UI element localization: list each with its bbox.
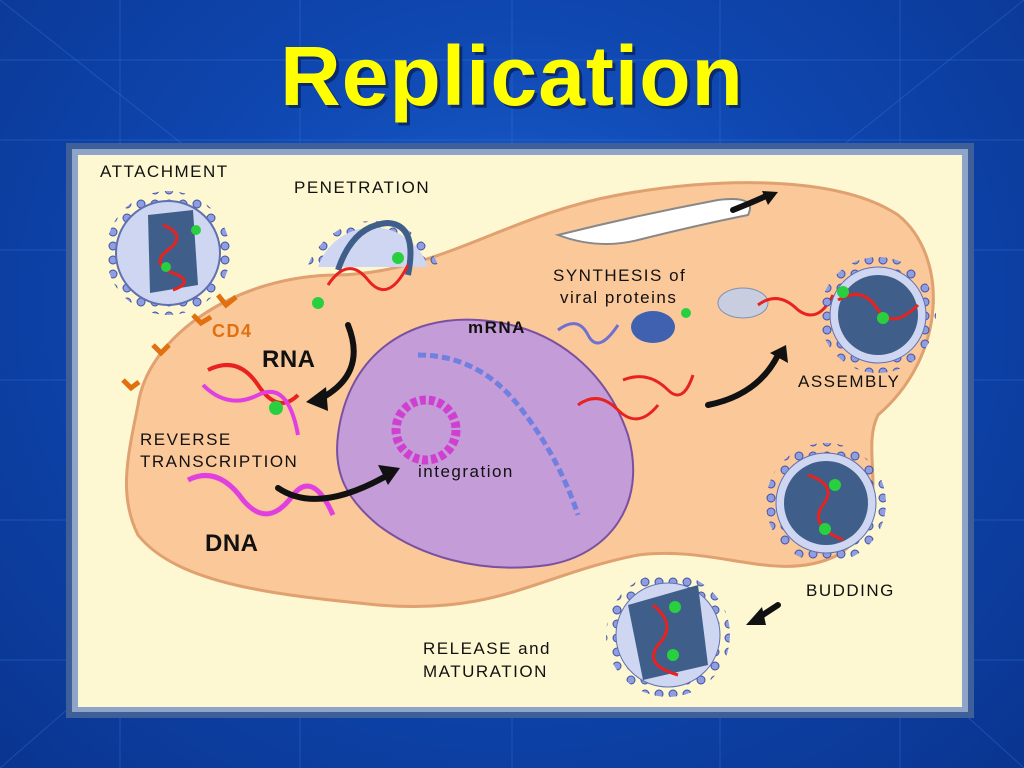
label-integration: integration: [418, 462, 514, 481]
label-assembly: ASSEMBLY: [798, 372, 901, 391]
rna-pink-strand: [201, 383, 300, 436]
label-dna: DNA: [205, 530, 259, 557]
hiv-replication-diagram: [106, 181, 936, 697]
label-synthesis: SYNTHESIS of: [553, 266, 687, 285]
label-cd4: CD4: [212, 321, 253, 341]
protein-dot: [681, 308, 691, 318]
virus-assembly: [820, 257, 936, 373]
label-attachment: ATTACHMENT: [100, 162, 229, 181]
protein-cluster: [717, 287, 769, 319]
virus-budding: [766, 443, 886, 563]
rna-copy-1: [577, 397, 660, 421]
arrow-heads: [306, 191, 788, 625]
label-rna: RNA: [262, 346, 316, 373]
nucleus: [336, 318, 635, 569]
virus-penetration: [308, 219, 438, 309]
virus-attachment: [106, 191, 230, 315]
rna-copy-2: [622, 374, 695, 397]
cd4-receptors: [121, 293, 238, 392]
label-viral-proteins: viral proteins: [560, 288, 678, 307]
label-transcription: TRANSCRIPTION: [140, 452, 299, 471]
process-arrows: [275, 192, 781, 621]
integrase-dot: [269, 401, 283, 415]
label-budding: BUDDING: [806, 581, 895, 600]
label-reverse: REVERSE: [140, 430, 232, 449]
dna-strand: [186, 473, 336, 517]
label-maturation: MATURATION: [423, 662, 548, 681]
endoplasmic-reticulum: [554, 198, 751, 245]
chromosome-helix: [417, 352, 581, 516]
label-mrna: mRNA: [468, 318, 526, 337]
label-release: RELEASE and: [423, 639, 552, 658]
virus-release: [606, 573, 730, 697]
integration-ring: [391, 395, 461, 465]
slide-title: Replication: [280, 29, 744, 123]
label-penetration: PENETRATION: [294, 178, 431, 197]
mrna-strand: [557, 322, 620, 345]
ribosome: [631, 311, 675, 343]
